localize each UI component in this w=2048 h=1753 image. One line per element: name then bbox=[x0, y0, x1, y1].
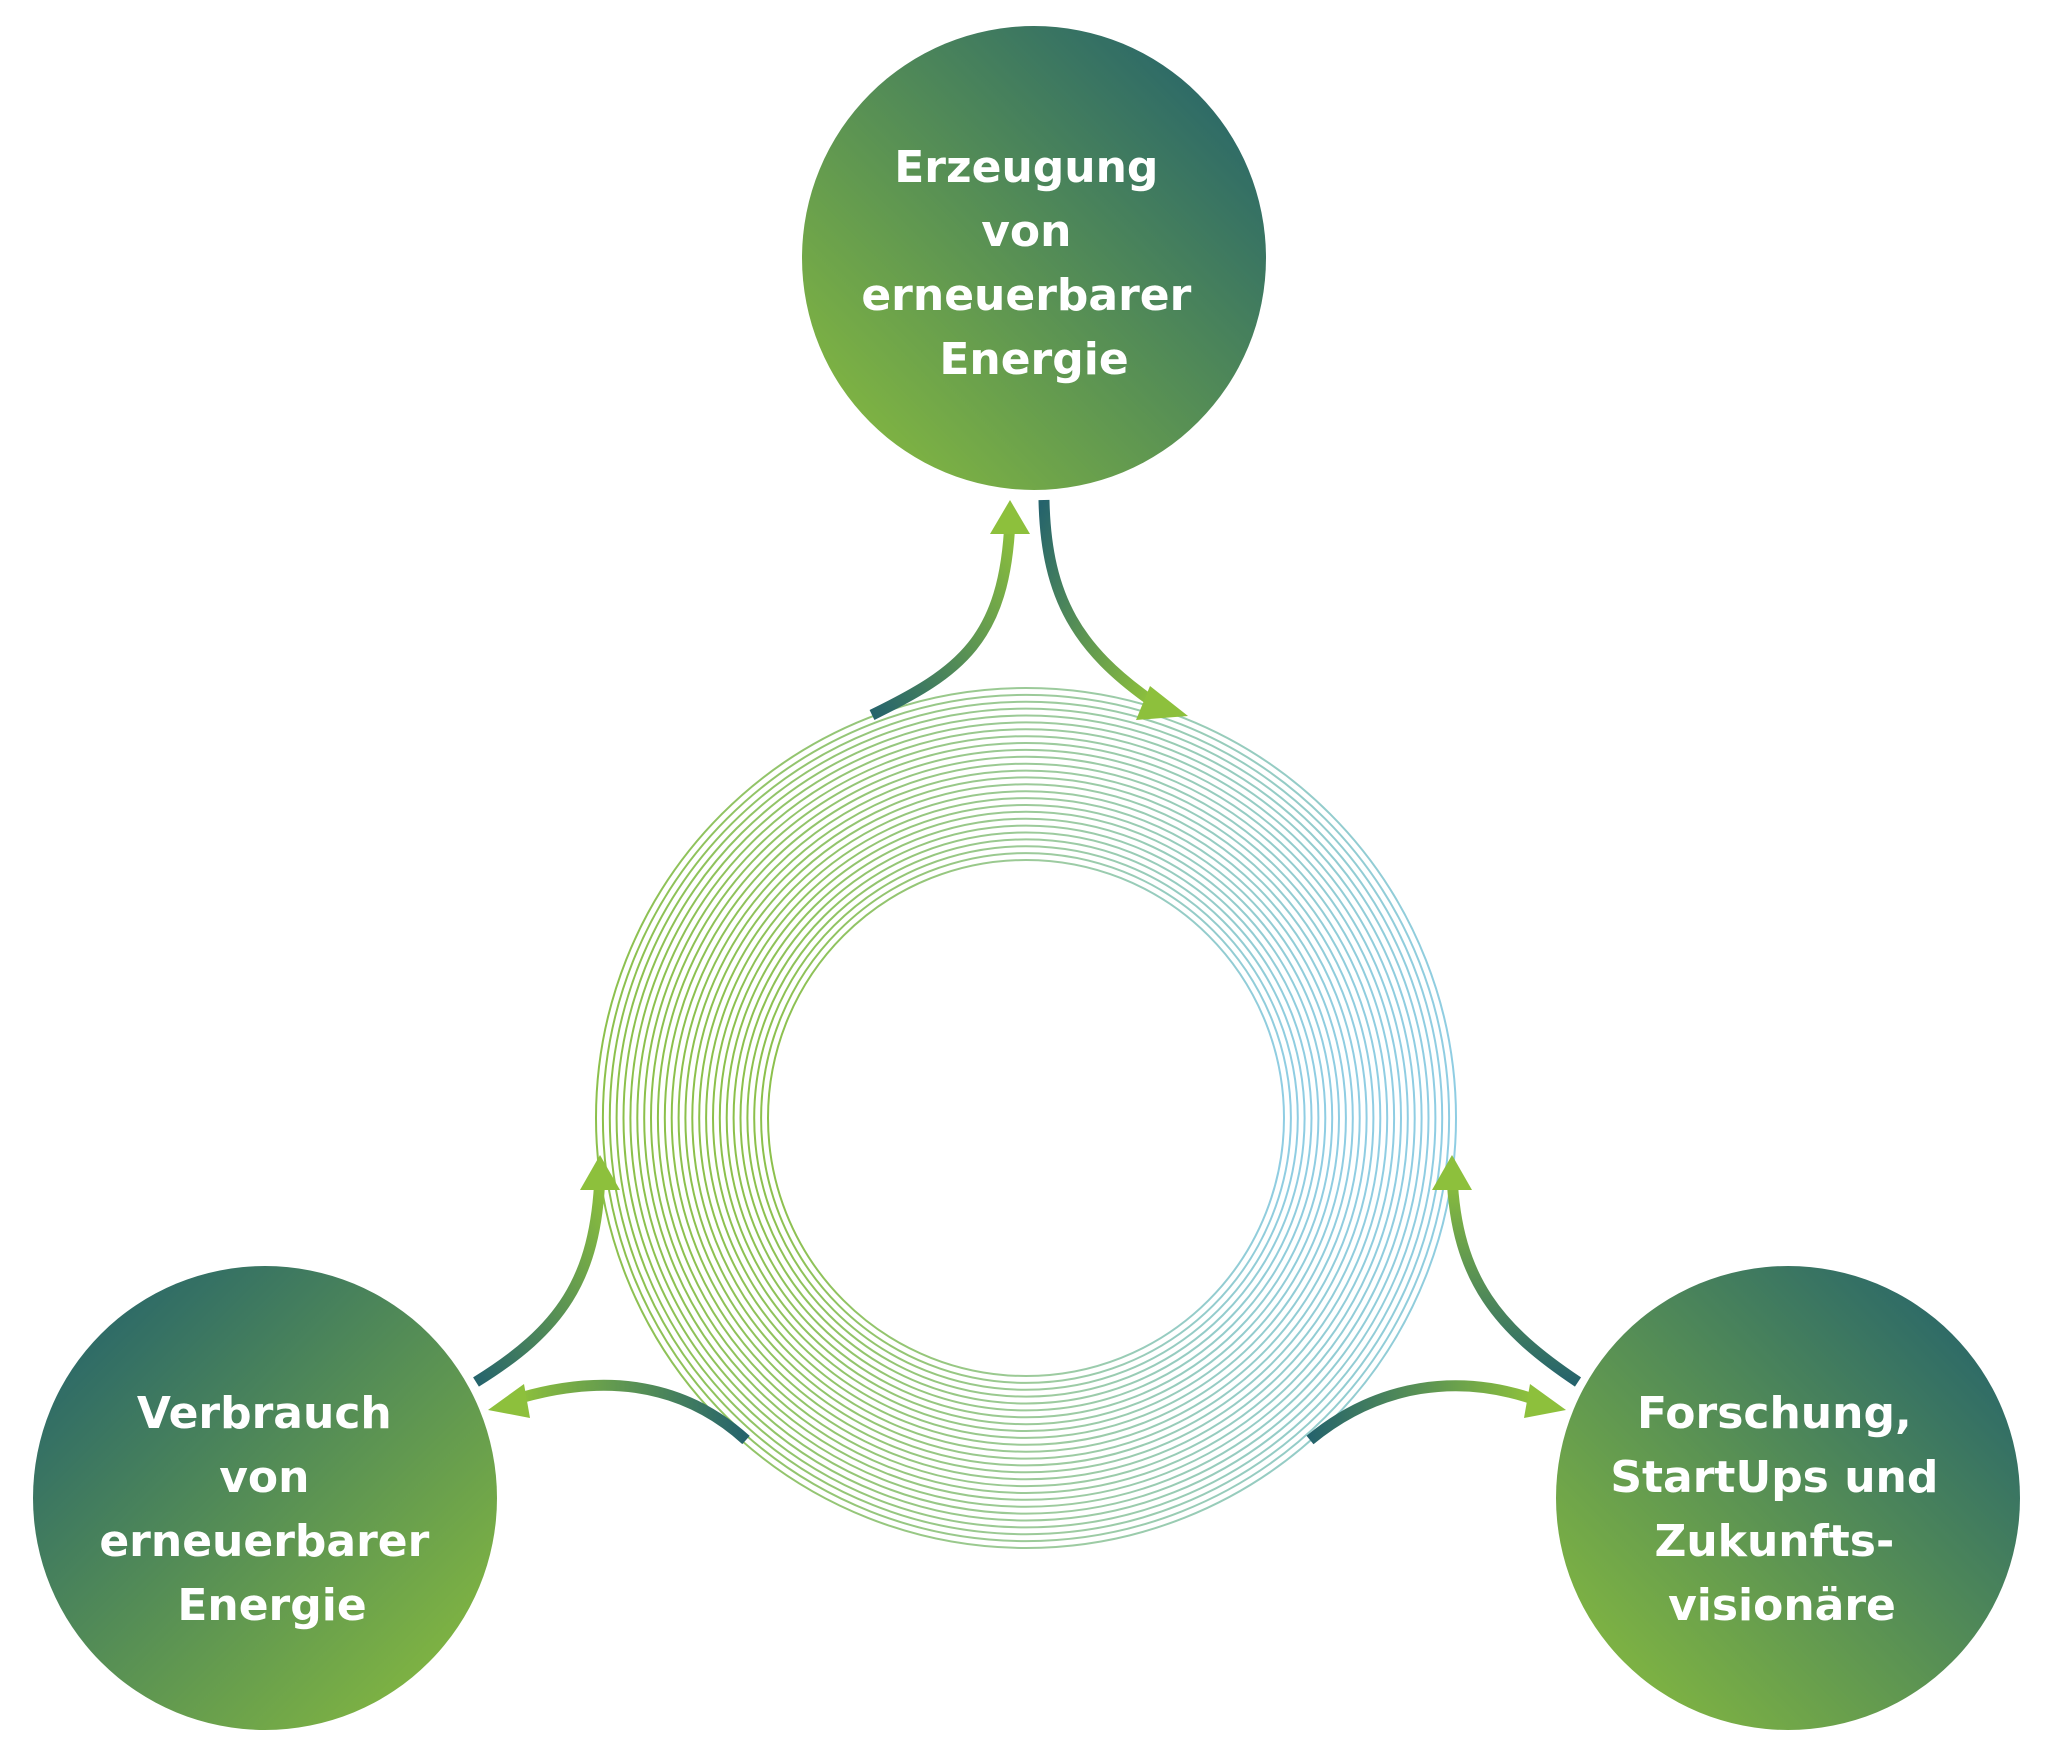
node-research-circle bbox=[1556, 1266, 2020, 1730]
node-generation: Erzeugung von erneuerbarer Energie bbox=[802, 26, 1266, 490]
node-consumption-line-3: erneuerbarer bbox=[99, 1516, 429, 1567]
ring-line bbox=[684, 776, 1368, 1460]
svg-text:Erzeugung von erne: Erzeugung von erneuerbarer Energie bbox=[861, 142, 1206, 385]
arrow-research-to-ring bbox=[1432, 1155, 1582, 1387]
ring-line bbox=[725, 817, 1327, 1419]
ring-line bbox=[656, 748, 1396, 1488]
node-research-line-4: visionäre bbox=[1668, 1580, 1896, 1631]
arrow-ring-to-generation bbox=[869, 500, 1030, 720]
node-generation-line-3: erneuerbarer bbox=[861, 270, 1191, 321]
node-consumption-circle bbox=[33, 1266, 497, 1730]
ring-line bbox=[767, 859, 1285, 1377]
ring-line bbox=[712, 804, 1340, 1432]
node-consumption-line-2: von bbox=[219, 1452, 309, 1503]
ring-line bbox=[670, 762, 1382, 1474]
ring-line bbox=[760, 852, 1292, 1384]
ring-line bbox=[739, 831, 1313, 1405]
node-research-line-2: StartUps und bbox=[1610, 1452, 1938, 1503]
ring-line bbox=[718, 810, 1334, 1426]
ring-line bbox=[732, 824, 1320, 1412]
node-consumption: Verbrauch von erneuerbarer Energie bbox=[33, 1266, 497, 1730]
ring-line bbox=[595, 687, 1457, 1549]
ring-line bbox=[705, 797, 1347, 1439]
ring-line bbox=[677, 769, 1375, 1467]
ring-line bbox=[615, 707, 1437, 1529]
arrow-ring-to-research bbox=[1306, 1380, 1566, 1445]
node-generation-line-4: Energie bbox=[939, 334, 1128, 385]
ring-line bbox=[622, 714, 1430, 1522]
node-research: Forschung, StartUps und Zukunfts- vision… bbox=[1556, 1266, 2020, 1730]
ring-line bbox=[643, 735, 1409, 1501]
concentric-rings bbox=[595, 687, 1457, 1549]
node-research-line-1: Forschung, bbox=[1637, 1388, 1912, 1439]
ring-line bbox=[601, 693, 1451, 1543]
arrow-ring-to-consumption bbox=[488, 1379, 750, 1445]
ring-line bbox=[691, 783, 1361, 1453]
svg-text:Forschung, StartUps und: Forschung, StartUps und Zukunfts- vision… bbox=[1610, 1388, 1953, 1631]
ring-line bbox=[753, 845, 1299, 1391]
node-generation-line-1: Erzeugung bbox=[894, 142, 1158, 193]
arrow-consumption-to-ring bbox=[473, 1155, 620, 1387]
ring-line bbox=[650, 742, 1402, 1494]
ring-line bbox=[746, 838, 1306, 1398]
svg-text:Verbrauch von erne: Verbrauch von erneuerbarer Energie bbox=[99, 1388, 444, 1631]
ring-line bbox=[629, 721, 1423, 1515]
node-research-line-3: Zukunfts- bbox=[1654, 1516, 1894, 1567]
ring-line bbox=[608, 700, 1444, 1536]
ring-line bbox=[698, 790, 1354, 1446]
node-generation-line-2: von bbox=[981, 206, 1071, 257]
node-consumption-line-4: Energie bbox=[177, 1580, 366, 1631]
arrow-generation-to-ring bbox=[1038, 499, 1188, 720]
node-generation-circle bbox=[802, 26, 1266, 490]
connector-arrows bbox=[473, 499, 1582, 1445]
ring-line bbox=[663, 755, 1389, 1481]
ring-line bbox=[636, 728, 1416, 1508]
node-consumption-line-1: Verbrauch bbox=[137, 1388, 392, 1439]
